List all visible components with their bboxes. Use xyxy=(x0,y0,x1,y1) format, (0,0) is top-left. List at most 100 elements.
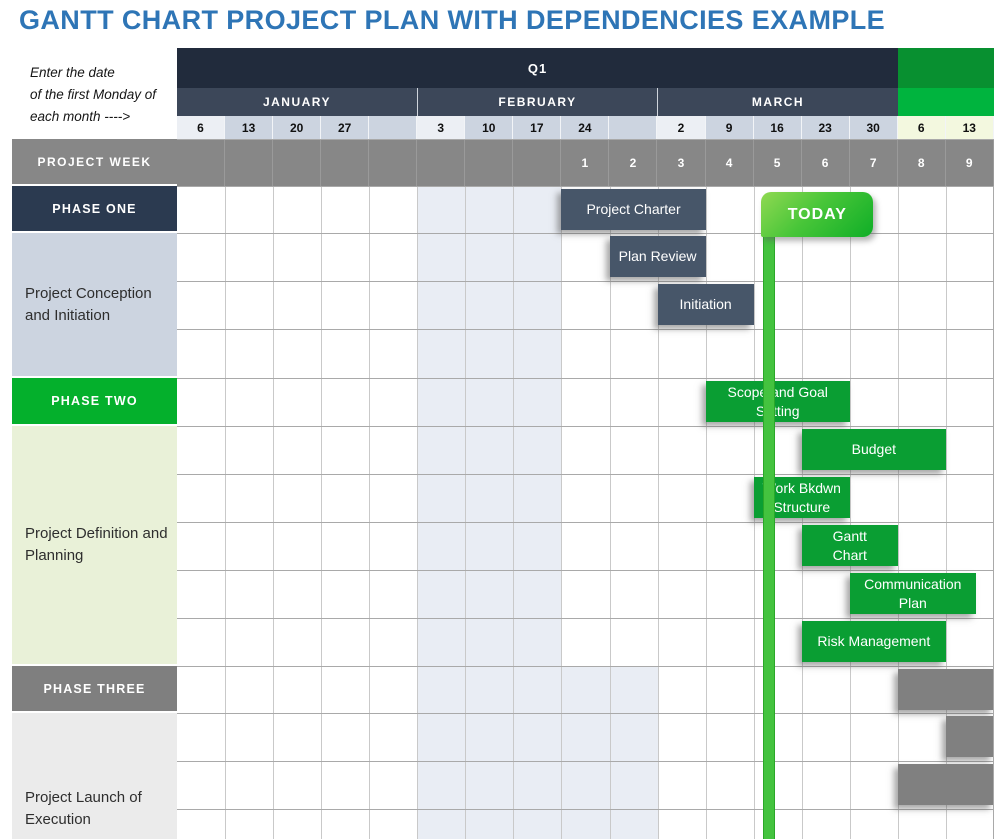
date-cell: 9 xyxy=(705,116,754,139)
date-cell: 6 xyxy=(177,116,226,139)
grid-column-line xyxy=(658,186,659,839)
note-line: Enter the date xyxy=(30,65,115,80)
task-bar-label: Gantt Chart xyxy=(832,527,867,563)
date-cell: 6 xyxy=(897,116,946,139)
grid-column-line xyxy=(273,186,274,839)
date-cell: 10 xyxy=(465,116,514,139)
task-bar-label: Scope and Goal Setting xyxy=(727,383,828,419)
quarter-band-next-green xyxy=(898,48,994,88)
task-bar-unlabeled[interactable] xyxy=(897,764,993,805)
project-week-cell xyxy=(225,140,274,186)
project-week-cell: 1 xyxy=(561,140,610,186)
month-band-next-green xyxy=(898,88,994,116)
grid-row-line xyxy=(177,329,993,330)
grid-row-line xyxy=(177,474,993,475)
grid-column-line xyxy=(321,186,322,839)
grid-row-line xyxy=(177,186,993,187)
grid-row-line xyxy=(177,713,993,714)
note-line: each month ----> xyxy=(30,109,131,124)
grid-row-line xyxy=(177,281,993,282)
project-week-cell: 8 xyxy=(898,140,946,186)
date-cell: 24 xyxy=(561,116,610,139)
task-bar-communication-plan[interactable]: Communication Plan xyxy=(849,573,976,614)
task-bar-unlabeled[interactable] xyxy=(897,669,993,710)
task-bar-label: Project Charter xyxy=(586,201,681,217)
project-week-cell xyxy=(513,140,562,186)
month-band-january: JANUARY xyxy=(177,88,417,116)
project-week-cell: 4 xyxy=(706,140,754,186)
task-bar-label: Plan Review xyxy=(618,248,697,264)
task-bar-scope-and-goal-setting[interactable]: Scope and Goal Setting xyxy=(705,381,850,422)
project-week-cell: 2 xyxy=(609,140,658,186)
grid-row-line xyxy=(177,570,993,571)
grid-row-line xyxy=(177,618,993,619)
date-cell: 23 xyxy=(801,116,850,139)
project-week-cell xyxy=(417,140,466,186)
phase-two-name: Project Definition and Planning xyxy=(12,426,177,666)
today-line xyxy=(763,228,776,839)
grid-column-line xyxy=(946,186,947,839)
task-bar-label: Risk Management xyxy=(817,633,931,649)
date-cell: 17 xyxy=(513,116,562,139)
phase-one-label: PHASE ONE xyxy=(12,186,177,233)
date-cell: 16 xyxy=(753,116,802,139)
date-cell: 13 xyxy=(945,116,994,139)
task-bar-label: Initiation xyxy=(679,296,732,312)
task-bar-label: Budget xyxy=(851,441,897,457)
february-shaded-columns xyxy=(417,666,658,839)
date-cell xyxy=(369,116,418,139)
grid-column-line xyxy=(850,186,851,839)
task-bar-budget[interactable]: Budget xyxy=(801,429,946,470)
grid-column-line xyxy=(898,186,899,839)
date-cell: 13 xyxy=(225,116,274,139)
project-week-cell xyxy=(321,140,370,186)
grid-row-line xyxy=(177,809,993,810)
project-week-cell: 7 xyxy=(850,140,898,186)
page-title: GANTT CHART PROJECT PLAN WITH DEPENDENCI… xyxy=(19,5,886,35)
grid-column-line xyxy=(706,186,707,839)
project-week-cell: 5 xyxy=(754,140,802,186)
project-week-cell xyxy=(369,140,418,186)
date-cell: 2 xyxy=(657,116,706,139)
task-bar-initiation[interactable]: Initiation xyxy=(657,284,754,325)
task-bar-label: Work Bkdwn Structure xyxy=(762,479,841,515)
project-week-label: PROJECT WEEK xyxy=(12,139,177,186)
project-week-cell: 6 xyxy=(802,140,850,186)
grid-column-line xyxy=(225,186,226,839)
month-band-february: FEBRUARY xyxy=(417,88,657,116)
date-cell: 27 xyxy=(321,116,370,139)
project-week-cell xyxy=(273,140,322,186)
task-bar-plan-review[interactable]: Plan Review xyxy=(609,236,706,277)
date-cell: 3 xyxy=(417,116,466,139)
grid-row-line xyxy=(177,426,993,427)
phase-three-label: PHASE THREE xyxy=(12,666,177,713)
grid-column-line xyxy=(417,186,418,839)
task-bar-risk-management[interactable]: Risk Management xyxy=(801,621,946,662)
project-week-cell xyxy=(465,140,514,186)
quarter-band: Q1 xyxy=(177,48,898,88)
grid-column-line xyxy=(610,186,611,839)
first-monday-note: Enter the date of the first Monday of ea… xyxy=(30,62,156,128)
task-bar-label: Communication Plan xyxy=(864,575,962,611)
note-line: of the first Monday of xyxy=(30,87,157,102)
task-bar-unlabeled[interactable] xyxy=(945,716,993,757)
grid-row-line xyxy=(177,522,993,523)
grid-column-line xyxy=(369,186,370,839)
task-bar-project-charter[interactable]: Project Charter xyxy=(561,189,706,230)
grid-column-line xyxy=(465,186,466,839)
project-week-cell: 9 xyxy=(946,140,994,186)
grid-column-line xyxy=(513,186,514,839)
date-cell: 20 xyxy=(273,116,322,139)
today-marker[interactable]: TODAY xyxy=(761,192,874,237)
grid-row-line xyxy=(177,666,993,667)
phase-two-label: PHASE TWO xyxy=(12,378,177,426)
grid-row-line xyxy=(177,378,993,379)
project-week-cell: 3 xyxy=(657,140,706,186)
task-bar-gantt-chart[interactable]: Gantt Chart xyxy=(801,525,898,566)
date-cell xyxy=(609,116,658,139)
phase-one-name: Project Conception and Initiation xyxy=(12,233,177,378)
